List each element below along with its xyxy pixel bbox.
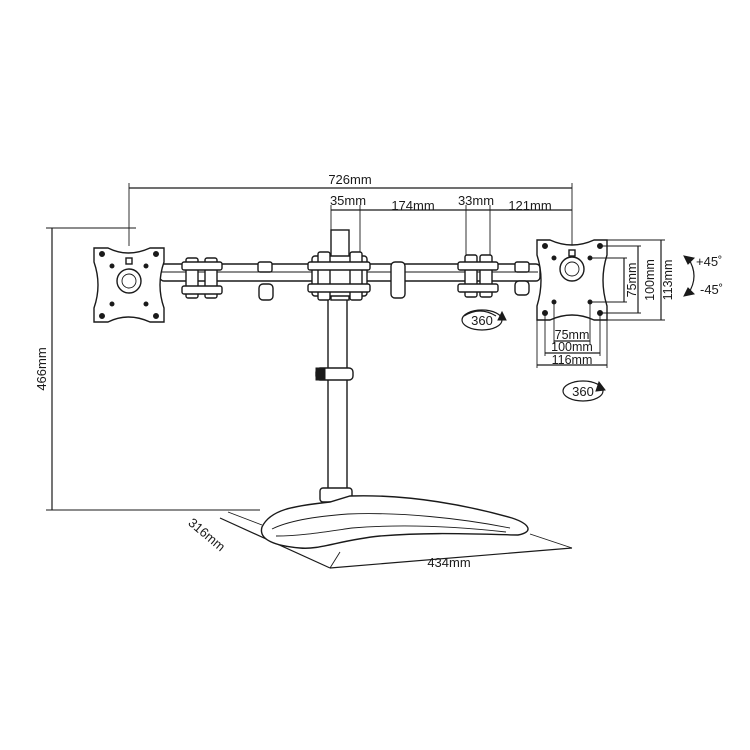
label-121mm: 121mm [508, 198, 551, 213]
dimension-total-width: 726mm [128, 172, 573, 246]
left-arm-joint [181, 257, 223, 299]
label-360-arm: 360 [471, 313, 493, 328]
vesa-vertical-dimensions: 75mm 100mm 113mm [590, 239, 675, 321]
center-hub [307, 251, 371, 301]
base [260, 495, 529, 549]
swivel-indicator-plate: 360 [562, 380, 606, 402]
cable-clips [257, 261, 530, 301]
label-116mm: 116mm [552, 353, 593, 367]
label-tilt-down: -45˚ [700, 282, 723, 297]
label-726mm: 726mm [328, 172, 371, 187]
vesa-horizontal-dimensions: 75mm 100mm 116mm [536, 302, 608, 368]
label-75mm-vertical: 75mm [625, 263, 639, 298]
label-tilt-up: +45˚ [696, 254, 722, 269]
label-35mm: 35mm [330, 193, 366, 208]
label-434mm: 434mm [427, 555, 470, 570]
swivel-indicator-arm: 360 [461, 309, 507, 331]
right-vesa-plate [536, 239, 608, 321]
label-100mm-vertical: 100mm [643, 259, 657, 301]
label-360-plate: 360 [572, 384, 594, 399]
dimension-height: 466mm [34, 227, 260, 511]
tilt-indicator: +45˚ -45˚ [683, 254, 723, 297]
label-75mm-horizontal: 75mm [555, 328, 590, 342]
label-466mm: 466mm [34, 347, 49, 390]
label-100mm-horizontal: 100mm [551, 340, 593, 354]
right-arm-joint [457, 254, 499, 298]
label-113mm: 113mm [661, 260, 675, 301]
label-316mm: 316mm [185, 515, 228, 554]
left-vesa-plate [93, 247, 165, 323]
label-174mm: 174mm [391, 198, 434, 213]
label-33mm: 33mm [458, 193, 494, 208]
dimension-arm-segments: 35mm 174mm 33mm 121mm [330, 193, 572, 262]
